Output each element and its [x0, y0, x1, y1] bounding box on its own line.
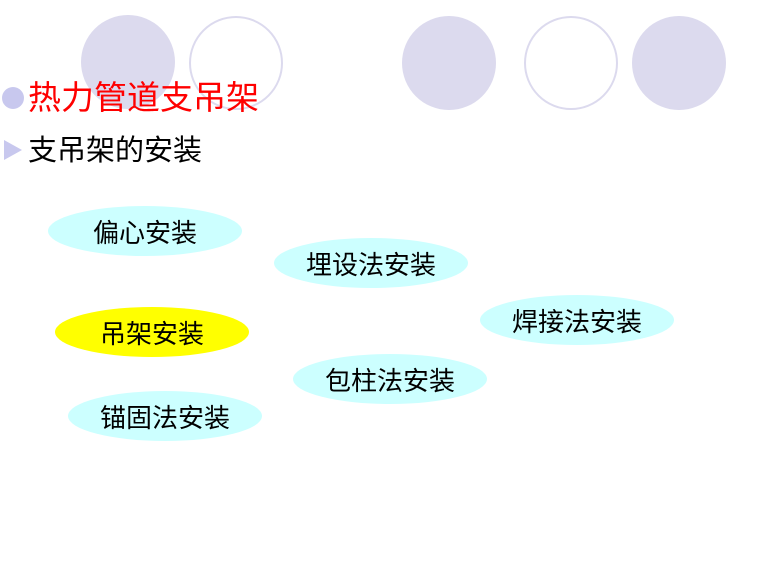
- circle-bullet-icon: [2, 87, 24, 109]
- method-anchor-install: 锚固法安装: [68, 391, 262, 441]
- method-label: 偏心安装: [92, 218, 197, 249]
- slide-subtitle: 支吊架的安装: [28, 133, 203, 167]
- decor-circle-filled-2: [402, 16, 496, 110]
- slide-title: 热力管道支吊架: [28, 78, 259, 117]
- method-label: 埋设法安装: [305, 250, 436, 281]
- method-label: 吊架安装: [99, 319, 204, 350]
- slide-title-row: 热力管道支吊架: [0, 74, 259, 122]
- decor-circle-outline-2: [524, 16, 618, 110]
- arrow-bullet-icon: [4, 140, 22, 160]
- method-welding-install: 焊接法安装: [480, 295, 674, 345]
- slide-subtitle-row: 支吊架的安装: [0, 130, 202, 170]
- method-embedded-install: 埋设法安装: [274, 238, 468, 288]
- decor-circle-filled-3: [632, 16, 726, 110]
- method-column-wrap-install: 包柱法安装: [293, 354, 487, 404]
- method-hanger-install: 吊架安装: [55, 307, 249, 357]
- decor-circle-outline-1: [189, 16, 283, 110]
- method-label: 包柱法安装: [324, 366, 455, 397]
- method-label: 锚固法安装: [99, 403, 230, 434]
- decor-circle-filled-1: [81, 15, 175, 109]
- method-eccentric-install: 偏心安装: [48, 206, 242, 256]
- method-label: 焊接法安装: [511, 307, 642, 338]
